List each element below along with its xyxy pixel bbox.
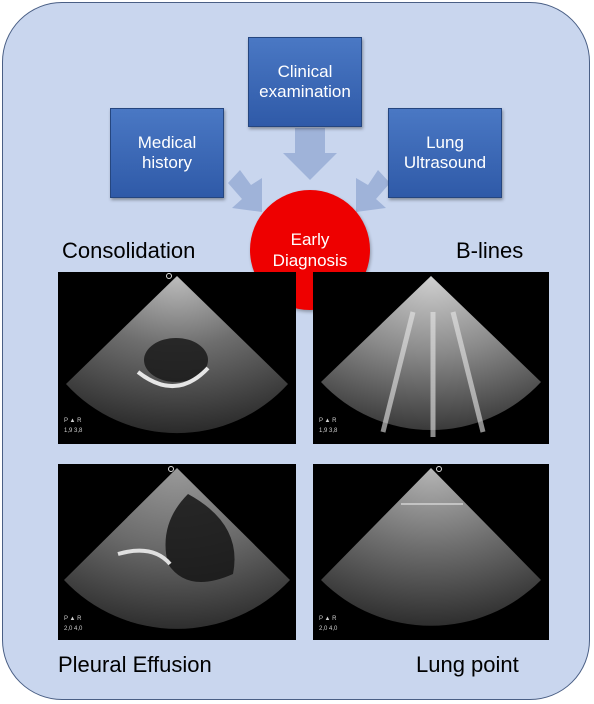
b-line — [380, 311, 416, 433]
probe-marker-text: P ▲ R — [319, 418, 337, 424]
ultrasound-sector — [321, 468, 541, 626]
depth-scale-text: 1,9 3,8 — [319, 428, 338, 434]
lung-point-ultrasound-image: P ▲ R 2,0 4,0 — [313, 464, 549, 640]
lung-ultrasound-box: Lung Ultrasound — [388, 108, 502, 198]
depth-scale-text: 1,9 3,8 — [64, 428, 83, 434]
lung-point-label: Lung point — [416, 652, 519, 677]
bright-echo — [136, 366, 210, 388]
arrow-ultrasound-to-diagnosis — [356, 170, 390, 212]
medical-history-box: Medical history — [110, 108, 224, 198]
b-lines-label: B-lines — [456, 238, 524, 263]
depth-scale-text: 2,0 4,0 — [319, 626, 338, 632]
probe-marker-text: P ▲ R — [319, 616, 337, 622]
effusion-region — [165, 494, 235, 582]
bright-echo — [117, 548, 172, 566]
probe-marker-text: P ▲ R — [64, 616, 82, 622]
b-lines-ultrasound-image: P ▲ R 1,9 3,8 — [313, 272, 549, 444]
arrow-history-to-diagnosis — [228, 170, 262, 212]
clinical-examination-box: Clinical examination — [248, 37, 362, 127]
consolidation-region — [144, 338, 208, 382]
depth-scale-text: 2,0 4,0 — [64, 626, 83, 632]
pleural-effusion-label: Pleural Effusion — [58, 652, 212, 677]
orientation-dot — [436, 466, 442, 472]
probe-marker-text: P ▲ R — [64, 418, 82, 424]
orientation-dot — [168, 466, 174, 472]
consolidation-ultrasound-image: P ▲ R 1,9 3,8 — [58, 272, 296, 444]
pleural-effusion-ultrasound-image: P ▲ R 2,0 4,0 — [58, 464, 296, 640]
b-line — [450, 311, 486, 433]
arrow-clinical-to-diagnosis — [283, 128, 337, 180]
orientation-dot — [166, 273, 172, 279]
consolidation-label: Consolidation — [62, 238, 196, 263]
